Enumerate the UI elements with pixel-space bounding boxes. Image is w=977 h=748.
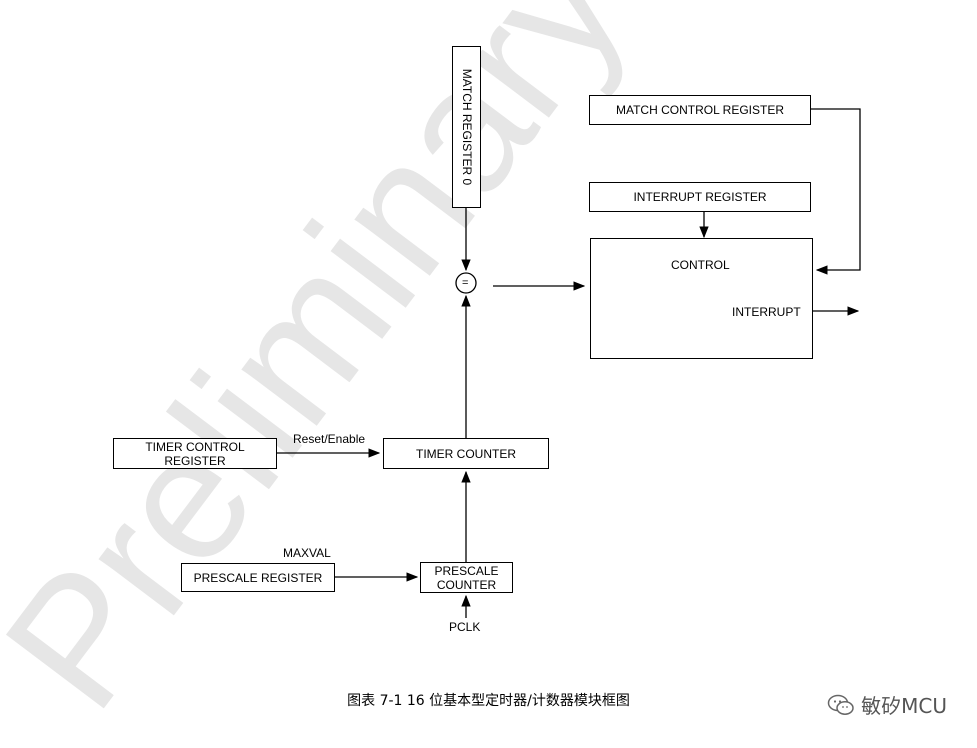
prescale-counter-block: PRESCALE COUNTER — [420, 562, 513, 593]
maxval-label: MAXVAL — [283, 546, 331, 560]
wechat-icon — [827, 694, 854, 715]
timer-control-label-line1: TIMER CONTROL — [145, 439, 245, 454]
prescale-counter-label-line2: COUNTER — [436, 577, 497, 592]
control-label: CONTROL — [671, 258, 730, 272]
brand-mark: 敏矽MCU — [827, 690, 947, 719]
timer-counter-block: TIMER COUNTER — [383, 438, 549, 469]
pclk-label: PCLK — [449, 620, 481, 634]
brand-text: 敏矽MCU — [861, 694, 947, 718]
match-register-label: MATCH REGISTER 0 — [459, 68, 474, 186]
control-block — [590, 238, 813, 359]
timer-control-register-block: TIMER CONTROL REGISTER — [113, 438, 277, 469]
prescale-register-label: PRESCALE REGISTER — [193, 570, 323, 585]
timer-control-label-line2: REGISTER — [164, 453, 226, 468]
arrow-matchctrl-to-control — [811, 108, 861, 275]
figure-caption: 图表 7-1 16 位基本型定时器/计数器模块框图 — [347, 693, 630, 709]
interrupt-register-label: INTERRUPT REGISTER — [633, 190, 767, 204]
timer-counter-label: TIMER COUNTER — [416, 446, 516, 461]
reset-enable-label: Reset/Enable — [293, 432, 366, 446]
prescale-counter-label-line1: PRESCALE — [434, 563, 499, 578]
match-control-register-label: MATCH CONTROL REGISTER — [615, 103, 784, 117]
match-register-block: MATCH REGISTER 0 — [452, 46, 481, 208]
interrupt-register-block: INTERRUPT REGISTER — [589, 182, 811, 212]
comparator-circle — [455, 272, 477, 294]
match-control-register-block: MATCH CONTROL REGISTER — [589, 95, 811, 125]
interrupt-output-label: INTERRUPT — [732, 305, 801, 319]
prescale-register-block: PRESCALE REGISTER — [181, 563, 335, 592]
comparator-symbol: = — [462, 277, 469, 289]
